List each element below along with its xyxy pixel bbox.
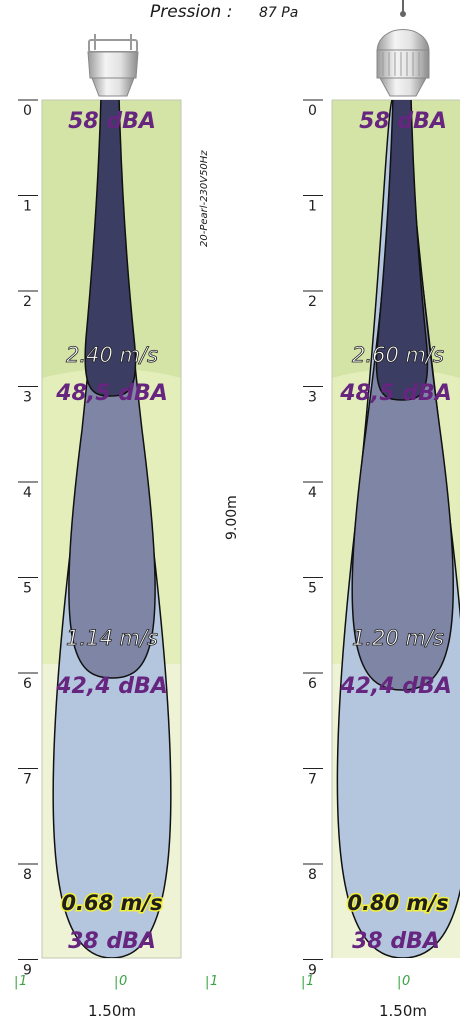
left-scale-label-7: 7 bbox=[23, 772, 32, 788]
left-scale-label-6: 6 bbox=[23, 676, 32, 692]
pressure-label: Pression : bbox=[150, 2, 233, 22]
left-width-label: 1.50m bbox=[88, 1002, 136, 1020]
left-sound-level-3: 42,4 dBA bbox=[55, 674, 167, 699]
right-scale-label-1: 1 bbox=[308, 199, 317, 215]
left-bottom-tick-1b: | bbox=[205, 975, 209, 990]
left-height-scale: 0 1 2 3 4 5 6 7 8 9 bbox=[18, 99, 38, 979]
right-bottom-tick-1: | bbox=[301, 975, 305, 990]
left-unit-image bbox=[87, 34, 139, 97]
right-velocity-2: 1.20 m/s bbox=[352, 626, 444, 650]
left-bottom-tick-1: | bbox=[14, 975, 18, 990]
right-velocity-3: 0.80 m/s bbox=[347, 891, 448, 915]
right-sound-level-4: 38 dBA bbox=[352, 929, 440, 954]
left-scale-label-1: 1 bbox=[23, 199, 32, 215]
right-sound-level-2: 48,5 dBA bbox=[339, 381, 451, 406]
left-sound-level-1: 58 dBA bbox=[68, 109, 156, 134]
right-width-label: 1.50m bbox=[379, 1002, 427, 1020]
pressure-value: 87 Pa bbox=[259, 5, 299, 21]
right-height-scale: 0 1 2 3 4 5 6 7 8 9 bbox=[303, 99, 323, 979]
left-bottom-tick-1b-label: 1 bbox=[210, 974, 218, 989]
right-velocity-1: 2.60 m/s bbox=[352, 343, 444, 367]
right-scale-label-9: 9 bbox=[308, 963, 317, 979]
right-bottom-tick-0: | bbox=[397, 975, 401, 990]
left-scale-label-8: 8 bbox=[23, 867, 32, 883]
right-bottom-tick-1-label: 1 bbox=[306, 974, 314, 989]
left-bottom-tick-1-label: 1 bbox=[19, 974, 27, 989]
left-scale-label-3: 3 bbox=[23, 390, 32, 406]
right-jet-inner bbox=[375, 100, 429, 401]
right-scale-label-0: 0 bbox=[308, 103, 317, 119]
right-scale-label-3: 3 bbox=[308, 390, 317, 406]
right-sound-level-1: 58 dBA bbox=[359, 109, 447, 134]
left-scale-label-2: 2 bbox=[23, 294, 32, 310]
right-unit-image bbox=[376, 0, 430, 97]
right-sound-level-3: 42,4 dBA bbox=[339, 674, 451, 699]
right-scale-label-4: 4 bbox=[308, 485, 317, 501]
left-panel bbox=[41, 34, 182, 959]
left-scale-label-5: 5 bbox=[23, 581, 32, 597]
right-panel bbox=[331, 0, 460, 958]
left-bottom-tick-0-label: 0 bbox=[119, 974, 127, 989]
right-bottom-tick-0-label: 0 bbox=[402, 974, 410, 989]
left-throw-height: 9.00m bbox=[224, 495, 240, 540]
left-model-label: 20-Pearl-230V50Hz bbox=[199, 150, 210, 247]
left-velocity-1: 2.40 m/s bbox=[66, 343, 158, 367]
left-scale-label-4: 4 bbox=[23, 485, 32, 501]
left-velocity-2: 1.14 m/s bbox=[66, 626, 158, 650]
left-velocity-3: 0.68 m/s bbox=[61, 891, 162, 915]
left-scale-label-0: 0 bbox=[23, 103, 32, 119]
right-scale-label-7: 7 bbox=[308, 772, 317, 788]
right-scale-label-8: 8 bbox=[308, 867, 317, 883]
left-jet-inner bbox=[84, 100, 137, 397]
left-sound-level-2: 48,5 dBA bbox=[55, 381, 167, 406]
left-scale-label-9: 9 bbox=[23, 963, 32, 979]
right-scale-label-6: 6 bbox=[308, 676, 317, 692]
left-bottom-tick-0: | bbox=[114, 975, 118, 990]
right-scale-label-5: 5 bbox=[308, 581, 317, 597]
left-sound-level-4: 38 dBA bbox=[68, 929, 156, 954]
right-scale-label-2: 2 bbox=[308, 294, 317, 310]
